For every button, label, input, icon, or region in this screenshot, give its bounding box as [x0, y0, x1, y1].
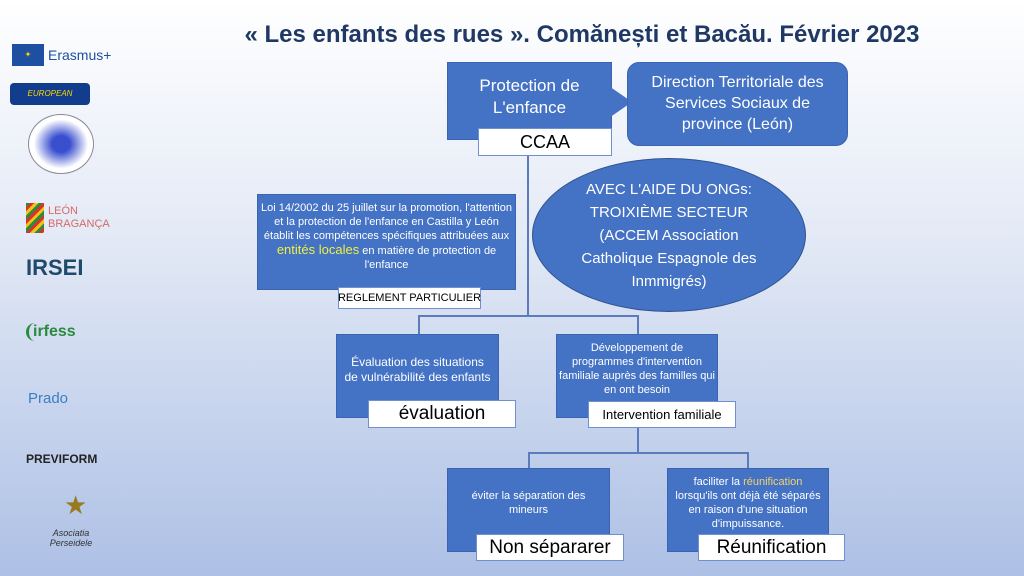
perseidele-text: Asociatia Perseidele — [49, 528, 93, 548]
school-seal-logo — [28, 114, 94, 174]
reglement-label: REGLEMENT PARTICULIER — [338, 287, 481, 309]
direction-box: Direction Territoriale des Services Soci… — [627, 62, 848, 146]
faciliter-text: faciliter la réunification lorsqu'ils on… — [675, 476, 821, 530]
stripes-icon — [26, 203, 44, 233]
direction-text: Direction Territoriale des Services Soci… — [651, 74, 824, 133]
connector-line — [527, 156, 529, 316]
eviter-text: éviter la séparation des mineurs — [471, 490, 586, 516]
intervention-label: Intervention familiale — [588, 401, 736, 428]
eu-flag-icon: ✦ — [12, 44, 44, 66]
evaluation-text: Évaluation des situations de vulnérabili… — [344, 355, 491, 384]
protection-box: Protection de L'enfance — [447, 62, 612, 140]
slide-title: « Les enfants des rues ». Comănești et B… — [244, 21, 920, 48]
prado-logo: Prado — [28, 390, 69, 407]
erasmus-logo: ✦ Erasmus+ — [12, 44, 111, 66]
ellipse-text: AVEC L'AIDE DU ONGs: TROIXIÈME SECTEUR (… — [581, 180, 757, 290]
irsei-logo: IRSEI — [26, 255, 84, 280]
connector-line — [747, 452, 749, 468]
ccaa-label: CCAA — [478, 128, 612, 156]
leon-braganca-logo: LEÓN BRAGANÇA — [26, 203, 128, 233]
connector-line — [528, 452, 749, 454]
leon-braganca-text: LEÓN BRAGANÇA — [48, 205, 110, 230]
loi-text: Loi 14/2002 du 25 juillet sur la promoti… — [261, 202, 512, 271]
connector-line — [528, 452, 530, 468]
reunification-label: Réunification — [698, 534, 845, 561]
connector-line — [418, 315, 420, 335]
perseidele-logo: ★ Asociatia Perseidele — [20, 490, 100, 556]
star-icon: ★ — [64, 490, 88, 520]
connector-line — [637, 428, 639, 453]
connector-line — [637, 315, 639, 335]
protection-text: Protection de L'enfance — [479, 76, 580, 117]
irfess-logo: irfess — [26, 323, 76, 341]
connector-line — [418, 315, 639, 317]
ong-ellipse: AVEC L'AIDE DU ONGs: TROIXIÈME SECTEUR (… — [532, 158, 806, 312]
non-separer-label: Non sépararer — [476, 534, 624, 561]
european-logo: EUROPEAN — [10, 83, 90, 105]
erasmus-text: Erasmus+ — [48, 47, 112, 63]
evaluation-label: évaluation — [368, 400, 516, 428]
loi-box: Loi 14/2002 du 25 juillet sur la promoti… — [257, 194, 516, 290]
previform-logo: PREVIFORM — [26, 452, 98, 466]
developpement-text: Développement de programmes d'interventi… — [559, 342, 715, 396]
